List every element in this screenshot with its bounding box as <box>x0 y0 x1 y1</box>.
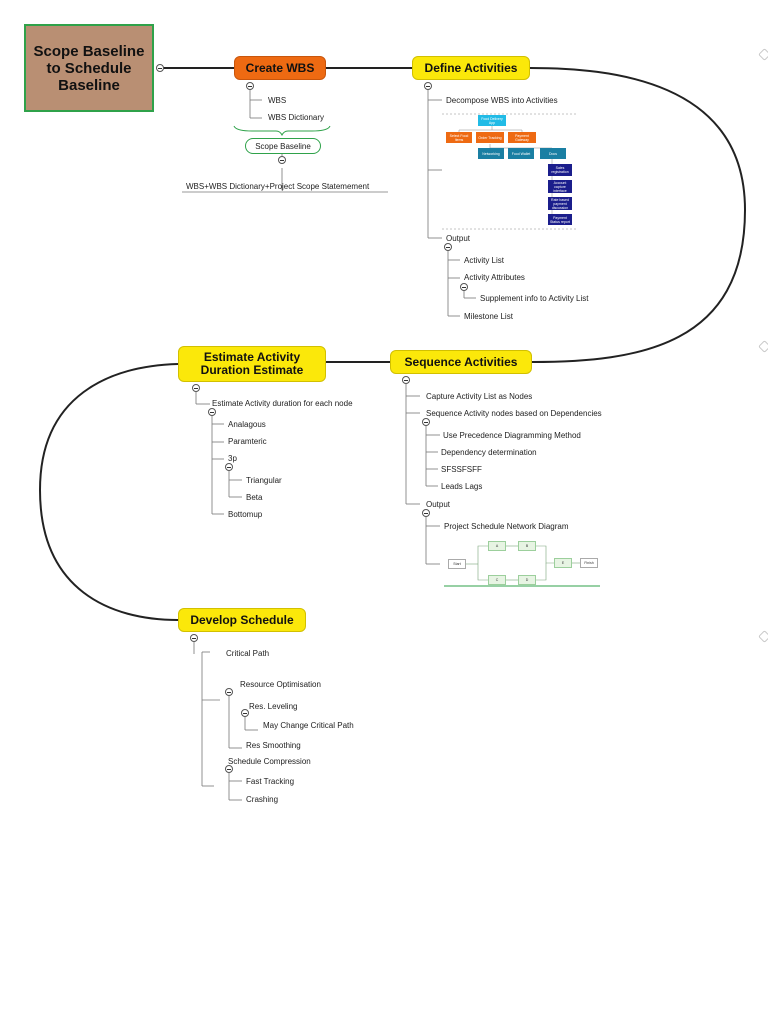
net-node-d: D <box>518 575 536 585</box>
net-node-b: B <box>518 541 536 551</box>
activity-list-item[interactable]: Activity List <box>464 256 505 265</box>
sequence-dependencies-collapse-icon[interactable] <box>422 418 430 426</box>
supplement-info-item[interactable]: Supplement info to Activity List <box>480 294 589 303</box>
define-output-item[interactable]: Output <box>446 234 471 243</box>
net-node-finish: Finish <box>580 558 598 568</box>
mini-wbs-low: Docs <box>540 148 566 159</box>
pdm-item[interactable]: Use Precedence Diagramming Method <box>443 431 581 440</box>
resource-optimisation-item[interactable]: Resource Optimisation <box>240 680 321 689</box>
schedule-compression-item[interactable]: Schedule Compression <box>228 757 311 766</box>
create-wbs-collapse-icon[interactable] <box>246 82 254 90</box>
bottomup-item[interactable]: Bottomup <box>228 510 263 519</box>
leads-lags-item[interactable]: Leads Lags <box>441 482 483 491</box>
estimate-collapse-icon[interactable] <box>192 384 200 392</box>
net-node-a: A <box>488 541 506 551</box>
sequence-collapse-icon[interactable] <box>402 376 410 384</box>
fast-tracking-item[interactable]: Fast Tracking <box>246 777 295 786</box>
may-change-critical-path-item[interactable]: May Change Critical Path <box>263 721 354 730</box>
res-smoothing-item[interactable]: Res Smoothing <box>246 741 301 750</box>
mini-wbs-low: Networking <box>478 148 504 159</box>
mini-wbs-doc: Rate based payment discussion <box>548 197 572 210</box>
wbs-dictionary-item[interactable]: WBS Dictionary <box>268 113 325 122</box>
sequence-output-collapse-icon[interactable] <box>422 509 430 517</box>
sequence-dependencies-item[interactable]: Sequence Activity nodes based on Depende… <box>426 409 602 418</box>
paramteric-item[interactable]: Paramteric <box>228 437 267 446</box>
root-collapse-icon[interactable] <box>156 64 164 72</box>
mini-wbs-top: Food Delivery App <box>478 115 506 126</box>
wbs-item[interactable]: WBS <box>268 96 287 105</box>
milestone-list-item[interactable]: Milestone List <box>464 312 513 321</box>
net-node-c: C <box>488 575 506 585</box>
network-diagram-item[interactable]: Project Schedule Network Diagram <box>444 522 569 531</box>
triangular-item[interactable]: Triangular <box>246 476 282 485</box>
activity-attributes-collapse-icon[interactable] <box>460 283 468 291</box>
develop-schedule-topic[interactable]: Develop Schedule <box>178 608 306 632</box>
decompose-wbs-item[interactable]: Decompose WBS into Activities <box>446 96 558 105</box>
define-output-collapse-icon[interactable] <box>444 243 452 251</box>
net-node-start: Start <box>448 559 466 569</box>
beta-item[interactable]: Beta <box>246 493 263 502</box>
create-wbs-topic[interactable]: Create WBS <box>234 56 326 80</box>
mini-wbs-mid: Payment Gateway <box>508 132 536 143</box>
three-point-item[interactable]: 3p <box>228 454 237 463</box>
mini-wbs-low: Food Wallet <box>508 148 534 159</box>
mini-wbs-doc: Payment Status report <box>548 214 572 225</box>
sequence-output-item[interactable]: Output <box>426 500 451 509</box>
mini-wbs-mid: Select Food Items <box>446 132 472 143</box>
scope-baseline-collapse-icon[interactable] <box>278 156 286 164</box>
res-leveling-item[interactable]: Res. Leveling <box>249 702 298 711</box>
resource-optimisation-collapse-icon[interactable] <box>225 688 233 696</box>
root-topic[interactable]: Scope Baseline to Schedule Baseline <box>24 24 154 112</box>
res-leveling-collapse-icon[interactable] <box>241 709 249 717</box>
develop-collapse-icon[interactable] <box>190 634 198 642</box>
schedule-compression-collapse-icon[interactable] <box>225 765 233 773</box>
analagous-item[interactable]: Analagous <box>228 420 266 429</box>
sfssfsff-item[interactable]: SFSSFSFF <box>441 465 482 474</box>
define-activities-topic[interactable]: Define Activities <box>412 56 530 80</box>
estimate-duration-topic[interactable]: Estimate Activity Duration Estimate <box>178 346 326 382</box>
activity-attributes-item[interactable]: Activity Attributes <box>464 273 525 282</box>
estimate-each-node-item[interactable]: Estimate Activity duration for each node <box>212 399 353 408</box>
mini-wbs-mid: Order Tracking <box>476 132 504 143</box>
scope-baseline-summary[interactable]: Scope Baseline <box>245 138 321 154</box>
sequence-activities-topic[interactable]: Sequence Activities <box>390 350 532 374</box>
critical-path-item[interactable]: Critical Path <box>226 649 270 658</box>
net-node-e: E <box>554 558 572 568</box>
three-point-collapse-icon[interactable] <box>225 463 233 471</box>
mini-wbs-doc: Account capture interface <box>548 180 572 193</box>
estimate-each-node-collapse-icon[interactable] <box>208 408 216 416</box>
mini-wbs-doc: Sales registration <box>548 164 572 176</box>
scope-baseline-note[interactable]: WBS+WBS Dictionary+Project Scope Stateme… <box>186 182 370 191</box>
define-activities-collapse-icon[interactable] <box>424 82 432 90</box>
capture-activity-item[interactable]: Capture Activity List as Nodes <box>426 392 533 401</box>
crashing-item[interactable]: Crashing <box>246 795 279 804</box>
dependency-determination-item[interactable]: Dependency determination <box>441 448 537 457</box>
